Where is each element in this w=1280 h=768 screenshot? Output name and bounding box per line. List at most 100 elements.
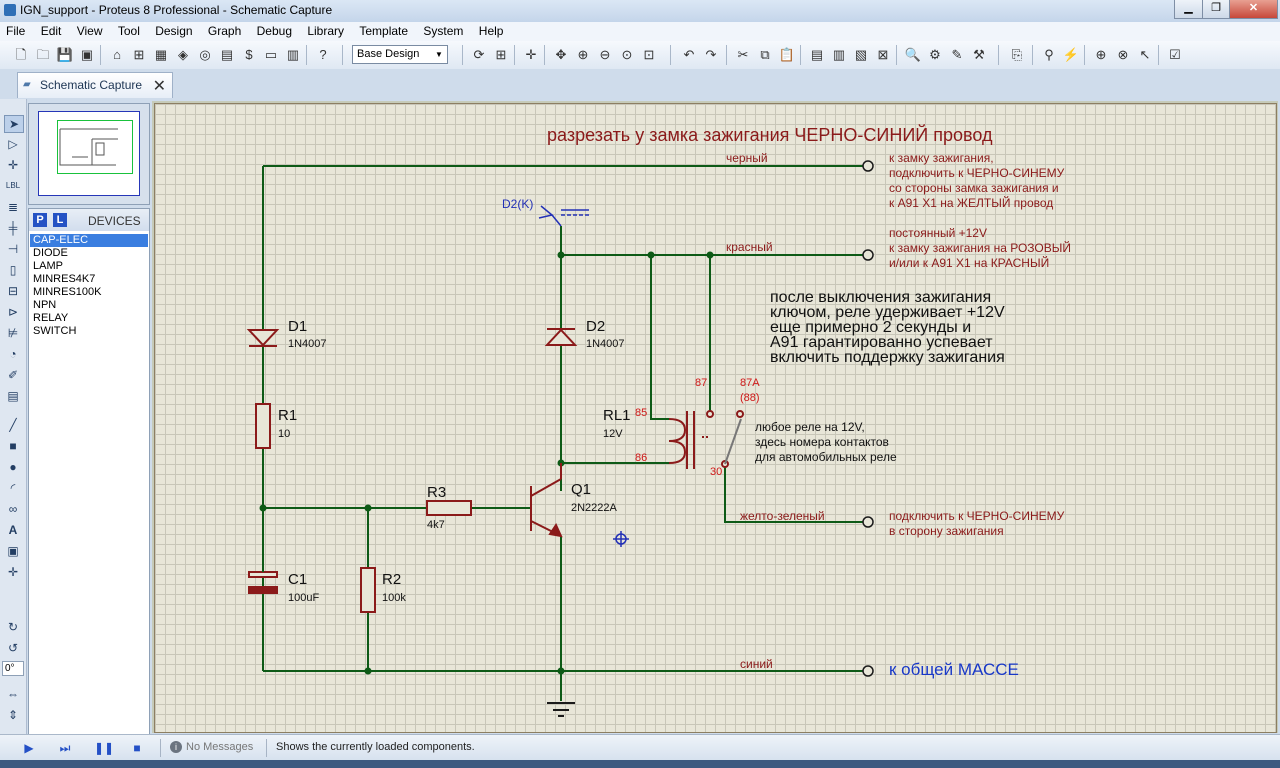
- new-sheet-icon[interactable]: ⊕: [1095, 47, 1107, 62]
- zoom-in-icon[interactable]: ⊕: [577, 47, 589, 62]
- pause-icon[interactable]: ❚❚: [94, 741, 115, 755]
- junction-dot-icon[interactable]: ✛: [7, 158, 19, 172]
- maximize-button[interactable]: ❐: [1202, 0, 1230, 19]
- terminal-icon[interactable]: ▯: [9, 263, 17, 277]
- search-tag-icon[interactable]: ⚲: [1044, 47, 1054, 62]
- marker-tool-icon[interactable]: ✛: [7, 565, 19, 579]
- schematic-sheet[interactable]: разрезать у замка зажигания ЧЕРНО-СИНИЙ …: [154, 103, 1277, 733]
- menu-edit[interactable]: Edit: [40, 24, 62, 38]
- mirror-vertical-icon[interactable]: ⇕: [7, 708, 19, 722]
- device-item[interactable]: RELAY: [33, 312, 69, 324]
- menu-help[interactable]: Help: [478, 24, 504, 38]
- device-item[interactable]: LAMP: [33, 260, 63, 272]
- graph-icon[interactable]: ⊳: [7, 305, 19, 319]
- play-icon[interactable]: ▶: [24, 741, 34, 755]
- save-icon[interactable]: 💾: [56, 47, 74, 62]
- box-tool-icon[interactable]: ■: [9, 439, 17, 453]
- line-tool-icon[interactable]: ╱: [9, 418, 17, 432]
- path-tool-icon[interactable]: ∞: [8, 502, 18, 516]
- minimize-button[interactable]: ▁: [1174, 0, 1203, 19]
- symbol-tool-icon[interactable]: ▣: [7, 544, 19, 558]
- zoom-area-icon[interactable]: ⊡: [643, 47, 655, 62]
- new-file-icon[interactable]: 🗋: [15, 47, 27, 62]
- virtual-instrument-icon[interactable]: ▤: [7, 389, 19, 403]
- arc-tool-icon[interactable]: ◜: [10, 481, 16, 495]
- wire-label-icon[interactable]: LBL: [5, 181, 21, 190]
- menu-file[interactable]: File: [6, 24, 26, 38]
- component-mode-icon[interactable]: ▷: [8, 137, 18, 151]
- pan-icon[interactable]: ✥: [555, 47, 567, 62]
- block-rotate-icon[interactable]: ▧: [854, 47, 868, 62]
- device-pin-icon[interactable]: ⊟: [7, 284, 19, 298]
- close-button[interactable]: ✕: [1229, 0, 1278, 19]
- packaging-tool-icon[interactable]: ✎: [951, 47, 963, 62]
- menu-system[interactable]: System: [423, 24, 464, 38]
- menu-debug[interactable]: Debug: [256, 24, 292, 38]
- origin-icon[interactable]: ✛: [525, 47, 537, 62]
- grid-icon[interactable]: ⊞: [495, 47, 507, 62]
- bom-icon[interactable]: $: [245, 47, 253, 62]
- 3d-icon[interactable]: ◈: [178, 47, 188, 62]
- cut-icon[interactable]: ✂: [737, 47, 749, 62]
- menu-design[interactable]: Design: [155, 24, 193, 38]
- close-tab-icon[interactable]: ✕: [152, 78, 166, 95]
- rotation-angle-input[interactable]: 0°: [2, 661, 24, 676]
- menu-tool[interactable]: Tool: [117, 24, 140, 38]
- open-folder-icon[interactable]: 🗀: [36, 47, 50, 62]
- schematic-drawing[interactable]: разрезать у замка зажигания ЧЕРНО-СИНИЙ …: [155, 104, 1276, 732]
- subcircuit-icon[interactable]: ⊣: [7, 242, 19, 256]
- pick-device-icon[interactable]: 🔍: [904, 47, 922, 62]
- help-icon[interactable]: ?: [319, 47, 327, 62]
- bus-icon[interactable]: ╪: [8, 221, 18, 235]
- electrical-rule-check-icon[interactable]: ☑: [1169, 47, 1181, 62]
- gerber-icon[interactable]: ◎: [199, 47, 211, 62]
- voltage-probe-icon[interactable]: ✐: [7, 368, 19, 382]
- close-project-icon[interactable]: ▣: [80, 47, 94, 62]
- property-tool-icon[interactable]: ⚡: [1062, 47, 1080, 62]
- menu-view[interactable]: View: [76, 24, 103, 38]
- stop-icon[interactable]: ■: [133, 741, 141, 755]
- notes-icon[interactable]: ▥: [286, 47, 300, 62]
- redo-icon[interactable]: ↷: [705, 47, 717, 62]
- circle-tool-icon[interactable]: ●: [9, 460, 17, 474]
- schematic-canvas[interactable]: разрезать у замка зажигания ЧЕРНО-СИНИЙ …: [152, 101, 1278, 733]
- wire-autorouter-icon[interactable]: ⎘: [1011, 47, 1023, 62]
- step-icon[interactable]: ⏭: [59, 741, 71, 755]
- exit-parent-icon[interactable]: ↖: [1139, 47, 1151, 62]
- device-item[interactable]: MINRES100K: [33, 286, 102, 298]
- rotate-anticlockwise-icon[interactable]: ↺: [7, 641, 19, 655]
- device-item[interactable]: MINRES4K7: [33, 273, 96, 285]
- paste-icon[interactable]: 📋: [778, 47, 796, 62]
- menu-graph[interactable]: Graph: [207, 24, 242, 38]
- generator-icon[interactable]: ◔: [9, 347, 17, 361]
- text-script-icon[interactable]: ≣: [7, 200, 19, 214]
- pick-devices-button[interactable]: P: [33, 213, 47, 227]
- block-copy-icon[interactable]: ▤: [810, 47, 824, 62]
- decompose-icon[interactable]: ⚒: [973, 47, 985, 62]
- text-tool-icon[interactable]: A: [8, 523, 18, 537]
- block-delete-icon[interactable]: ⊠: [877, 47, 889, 62]
- make-device-icon[interactable]: ⚙: [929, 47, 941, 62]
- tab-schematic-capture[interactable]: ▰ Schematic Capture ✕: [17, 72, 173, 98]
- zoom-out-icon[interactable]: ⊖: [599, 47, 611, 62]
- source-code-icon[interactable]: ▭: [264, 47, 278, 62]
- refresh-icon[interactable]: ⟳: [473, 47, 485, 62]
- rotate-clockwise-icon[interactable]: ↻: [7, 620, 19, 634]
- menu-template[interactable]: Template: [359, 24, 409, 38]
- home-icon[interactable]: ⌂: [113, 47, 121, 62]
- block-move-icon[interactable]: ▥: [832, 47, 846, 62]
- remove-sheet-icon[interactable]: ⊗: [1117, 47, 1129, 62]
- copy-icon[interactable]: ⧉: [760, 47, 770, 62]
- undo-icon[interactable]: ↶: [683, 47, 695, 62]
- design-explorer-icon[interactable]: ▤: [220, 47, 234, 62]
- device-item[interactable]: DIODE: [33, 247, 68, 259]
- mirror-horizontal-icon[interactable]: ⇔: [7, 687, 19, 701]
- tape-recorder-icon[interactable]: ⊭: [7, 326, 19, 340]
- device-item[interactable]: NPN: [33, 299, 57, 311]
- pcb-icon[interactable]: ▦: [154, 47, 168, 62]
- device-item[interactable]: CAP-ELEC: [30, 234, 148, 247]
- overview-window[interactable]: [28, 103, 150, 205]
- zoom-all-icon[interactable]: ⊙: [621, 47, 633, 62]
- library-manager-button[interactable]: L: [53, 213, 67, 227]
